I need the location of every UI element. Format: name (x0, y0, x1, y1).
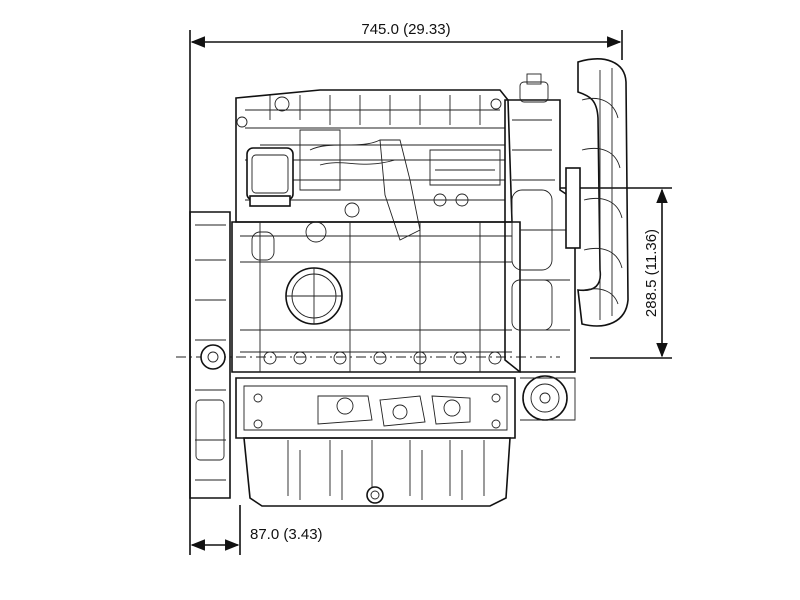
alternator (511, 189, 553, 271)
fan-hub (565, 167, 581, 249)
governor-lever (379, 139, 421, 241)
crank-pulley (522, 375, 568, 421)
height-label: 288.5 (11.36) (643, 229, 660, 317)
oil-pan (243, 437, 511, 507)
overall-length-label: 745.0 (29.33) (361, 21, 450, 38)
cooling-fan (565, 58, 629, 327)
oil-drain-plug (366, 486, 384, 504)
rear-offset-dimension: 87.0 (3.43) (190, 505, 323, 555)
thermostat-housing (519, 81, 549, 103)
overall-length-dimension: 745.0 (29.33) (189, 21, 623, 555)
engine-body (189, 73, 576, 507)
fan-blades (577, 58, 629, 327)
flywheel-housing (189, 211, 231, 499)
rear-offset-label: 87.0 (3.43) (250, 526, 323, 543)
block-bolt-row (263, 351, 502, 365)
cylinder-block (231, 221, 521, 373)
timing-case (504, 99, 576, 373)
manifold-plate (235, 377, 516, 439)
